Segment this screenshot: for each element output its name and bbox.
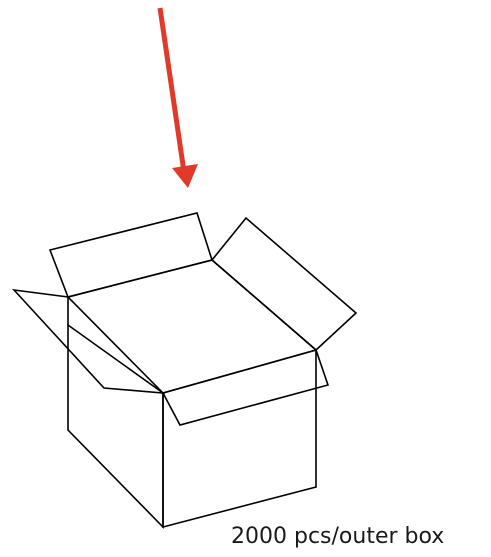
box-left-face (67, 323, 164, 529)
front-flap (161, 349, 330, 426)
arrow-shaft (157, 7, 187, 173)
arrow-head (172, 164, 198, 188)
box-back-rim (67, 259, 317, 351)
box-right-face (162, 348, 317, 529)
right-flap (210, 216, 358, 352)
back-flap (48, 212, 214, 298)
open-box-icon (11, 212, 358, 529)
box-quantity-caption: 2000 pcs/outer box (231, 524, 445, 549)
down-arrow-icon (157, 7, 198, 188)
